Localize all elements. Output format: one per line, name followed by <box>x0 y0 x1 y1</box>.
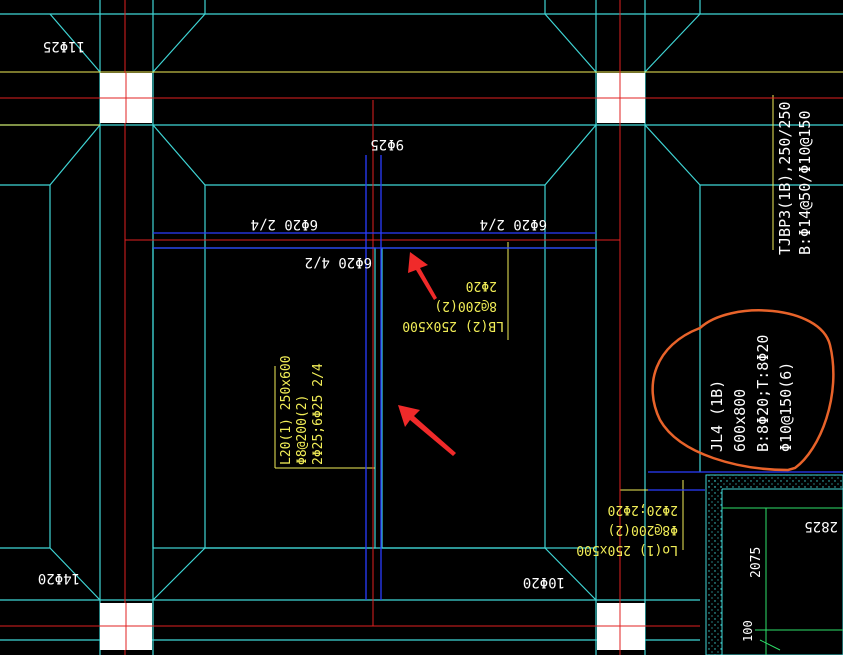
label-top-right-beam: 6Φ20 2/4 <box>480 216 547 232</box>
label-lb2-line3: 2Φ20 <box>466 278 497 293</box>
annotation-arrows <box>398 252 456 456</box>
yellow-grid <box>0 71 843 550</box>
label-l20-line3: 2Φ25;6Φ25 2/4 <box>311 363 326 465</box>
label-tjbp3-line1: TJBP3(1B),250/250 <box>776 101 794 255</box>
blue-beams <box>153 155 843 600</box>
label-l20-line1: L20(1) 250x600 <box>279 355 294 465</box>
column-bottom-right <box>597 603 645 650</box>
label-dim-100: 100 <box>741 620 755 642</box>
column-top-right <box>597 73 645 123</box>
label-tjbp3-line2: B:Φ14@50/Φ10@150 <box>796 111 814 256</box>
label-top-center-rebar: 9Φ25 <box>370 136 404 152</box>
label-jl4-line2: 600x800 <box>731 389 749 452</box>
label-dim-2075: 2075 <box>749 547 764 578</box>
label-jl4-line1: JL4 (1B) <box>708 380 726 452</box>
label-lb2-line1: LB(2) 250x500 <box>402 318 504 333</box>
arrow-upper <box>408 252 437 300</box>
label-jl4-line4: Φ10@150(6) <box>777 362 795 452</box>
label-bottom-left-rebar: 14Φ20 <box>38 570 80 586</box>
label-lo1-line2: Φ8@200(2) <box>608 522 678 537</box>
label-lo1-line3: 2Φ20;2Φ20 <box>608 502 678 517</box>
label-bottom-center-rebar: 10Φ20 <box>523 574 565 590</box>
annotation-ellipse <box>651 309 835 472</box>
label-inner-top-left: 6Φ20 4/2 <box>305 254 372 270</box>
label-lo1-line1: Lo(1) 250x500 <box>576 542 678 557</box>
column-bottom-left <box>100 603 152 650</box>
label-dim-2825: 2825 <box>804 518 838 534</box>
columns <box>100 73 645 650</box>
label-l20-line2: Φ8@200(2) <box>295 395 310 465</box>
label-jl4-line3: B:8Φ20;T:8Φ20 <box>754 335 772 452</box>
label-top-left-beam: 6Φ20 2/4 <box>251 216 318 232</box>
column-top-left <box>100 73 152 123</box>
hatched-wall <box>705 474 843 655</box>
arrow-lower <box>398 405 456 456</box>
label-top-left-rebar: 11Φ25 <box>43 38 85 54</box>
label-lb2-line2: 8@200(2) <box>434 298 497 313</box>
